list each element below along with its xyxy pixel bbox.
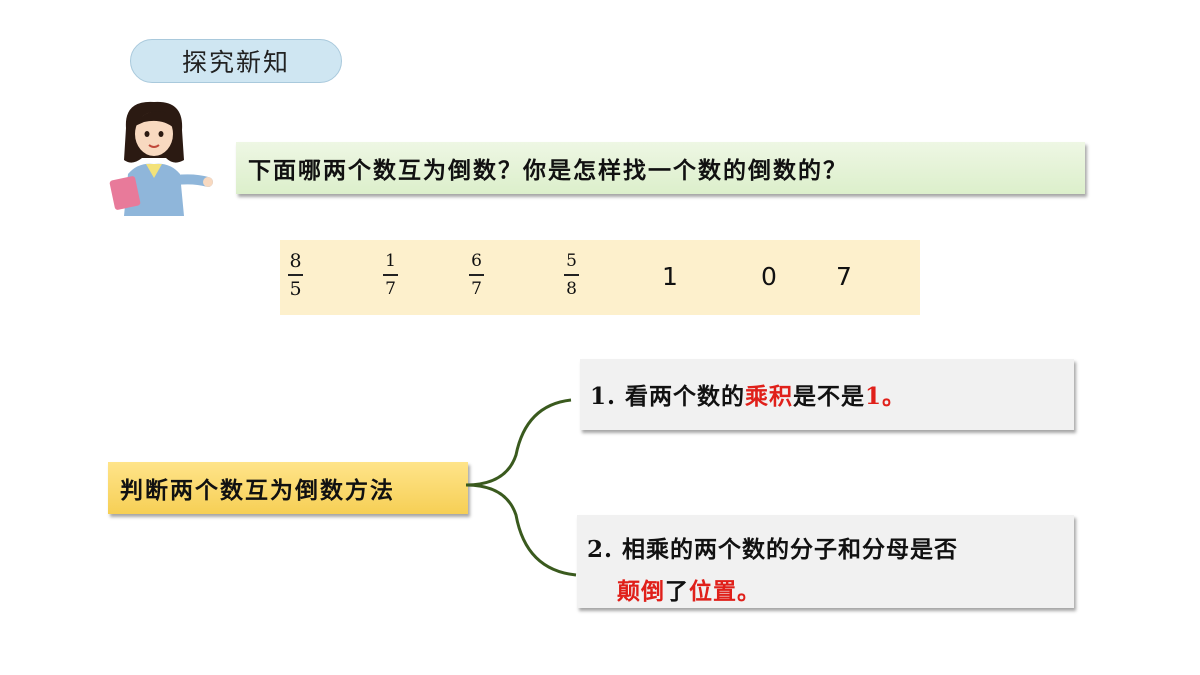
numerator: 5 [566, 251, 577, 271]
tip1-highlight-one: 1。 [865, 383, 907, 410]
tip1-prefix: 1. 看两个数的 [590, 383, 746, 410]
tip2-highlight-reversed: 颠倒 [617, 578, 665, 605]
numerator: 1 [385, 251, 396, 271]
tip-swapped-position: 2. 相乘的两个数的分子和分母是否 颠倒了位置。 [577, 515, 1074, 608]
denominator: 7 [471, 278, 482, 299]
tip-product-is-one: 1. 看两个数的乘积是不是1。 [580, 359, 1074, 430]
integer-one: 1 [662, 262, 678, 291]
curly-brace-connector [466, 398, 577, 577]
question-banner: 下面哪两个数互为倒数？你是怎样找一个数的倒数的？ [236, 142, 1085, 194]
fraction-5-8: 5 8 [564, 250, 579, 300]
integer-seven: 7 [836, 262, 852, 291]
fraction-bar [383, 274, 398, 276]
method-label: 判断两个数互为倒数方法 [108, 462, 468, 514]
tip2-line2: 颠倒了位置。 [587, 571, 1074, 613]
numbers-panel: 8 5 1 7 6 7 5 8 1 0 7 [280, 240, 920, 315]
tip2-middle: 了 [665, 578, 689, 605]
tip2-highlight-position: 位置。 [689, 578, 761, 605]
fraction-bar [469, 274, 484, 276]
denominator: 5 [289, 277, 302, 300]
fraction-bar [288, 274, 303, 276]
section-title-pill: 探究新知 [130, 39, 342, 83]
denominator: 8 [566, 278, 577, 299]
numerator: 6 [471, 251, 482, 271]
tip1-highlight-product: 乘积 [745, 383, 794, 410]
fraction-8-5: 8 5 [288, 250, 303, 300]
fraction-bar [564, 274, 579, 276]
numerator: 8 [289, 250, 302, 272]
fraction-1-7: 1 7 [383, 250, 398, 300]
fraction-6-7: 6 7 [469, 250, 484, 300]
integer-zero: 0 [761, 262, 777, 291]
tip1-middle: 是不是 [793, 383, 866, 410]
denominator: 7 [385, 278, 396, 299]
teacher-illustration [109, 101, 213, 216]
tip2-line1: 2. 相乘的两个数的分子和分母是否 [587, 536, 959, 563]
